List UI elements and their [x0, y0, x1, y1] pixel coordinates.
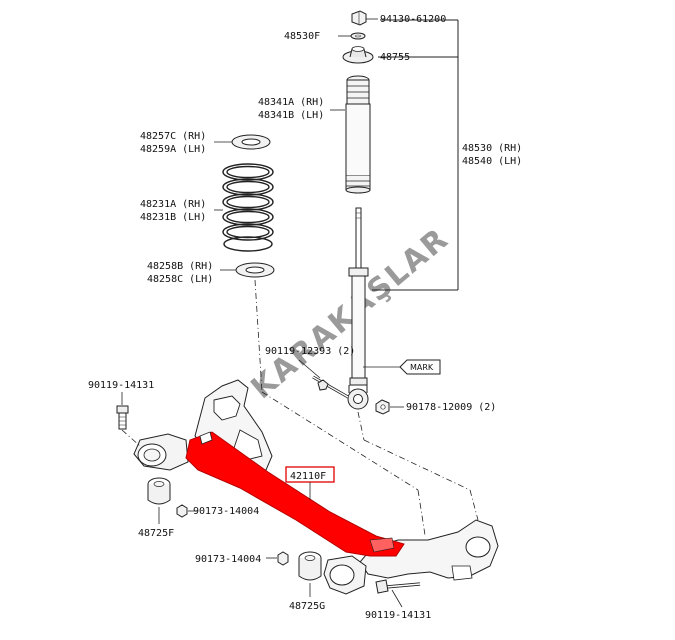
- lower-spring-seat: [235, 262, 275, 278]
- axle-beam-highlight: [185, 431, 405, 557]
- coil-spring: [222, 163, 274, 252]
- label-nut-left2: 90173-14004: [195, 554, 261, 565]
- upper-spring-seat: [231, 134, 271, 150]
- label-seat-lower-lh: 48258C (LH): [147, 274, 213, 285]
- label-seat-upper-rh: 48257C (RH): [140, 131, 206, 142]
- label-bumper-rh: 48341A (RH): [258, 97, 324, 108]
- label-beam: 42110F: [290, 471, 326, 482]
- absorber-nut: [375, 399, 390, 415]
- mark-tag: MARK: [399, 359, 441, 375]
- shock-support: [342, 46, 374, 64]
- left-bolt: [116, 405, 129, 430]
- label-bolt-upper: 90119-12393 (2): [265, 346, 355, 357]
- absorber-bolt: [312, 375, 349, 399]
- label-washer-top: 48530F: [284, 31, 320, 42]
- label-bush-right: 48725G: [289, 601, 325, 612]
- label-spring-rh: 48231A (RH): [140, 199, 206, 210]
- label-support: 48755: [380, 52, 410, 63]
- right-bushing: [298, 551, 322, 581]
- lower-nut: [277, 551, 289, 566]
- centre-lines: [254, 279, 479, 536]
- label-nut-top: 94130-61200: [380, 14, 446, 25]
- absorber-bracket: [372, 19, 459, 291]
- top-washer: [350, 32, 366, 40]
- dust-boot: [345, 75, 371, 194]
- label-absorber-rh: 48530 (RH): [462, 143, 522, 154]
- label-nut-left: 90173-14004: [193, 506, 259, 517]
- right-bolt: [375, 579, 421, 594]
- mark-text: MARK: [410, 363, 434, 372]
- top-nut: [351, 10, 367, 26]
- beam-label: 42110F: [285, 466, 335, 483]
- label-bolt-right: 90119-14131: [365, 610, 431, 621]
- label-bolt-left: 90119-14131: [88, 380, 154, 391]
- label-bumper-lh: 48341B (LH): [258, 110, 324, 121]
- label-nut-right: 90178-12009 (2): [406, 402, 496, 413]
- axle-beam-assembly: [133, 379, 499, 595]
- left-nut: [176, 504, 188, 518]
- label-seat-lower-rh: 48258B (RH): [147, 261, 213, 272]
- left-bushing: [147, 477, 171, 505]
- label-bush-left: 48725F: [138, 528, 174, 539]
- label-spring-lh: 48231B (LH): [140, 212, 206, 223]
- label-seat-upper-lh: 48259A (LH): [140, 144, 206, 155]
- shock-absorber: [347, 207, 369, 410]
- label-absorber-lh: 48540 (LH): [462, 156, 522, 167]
